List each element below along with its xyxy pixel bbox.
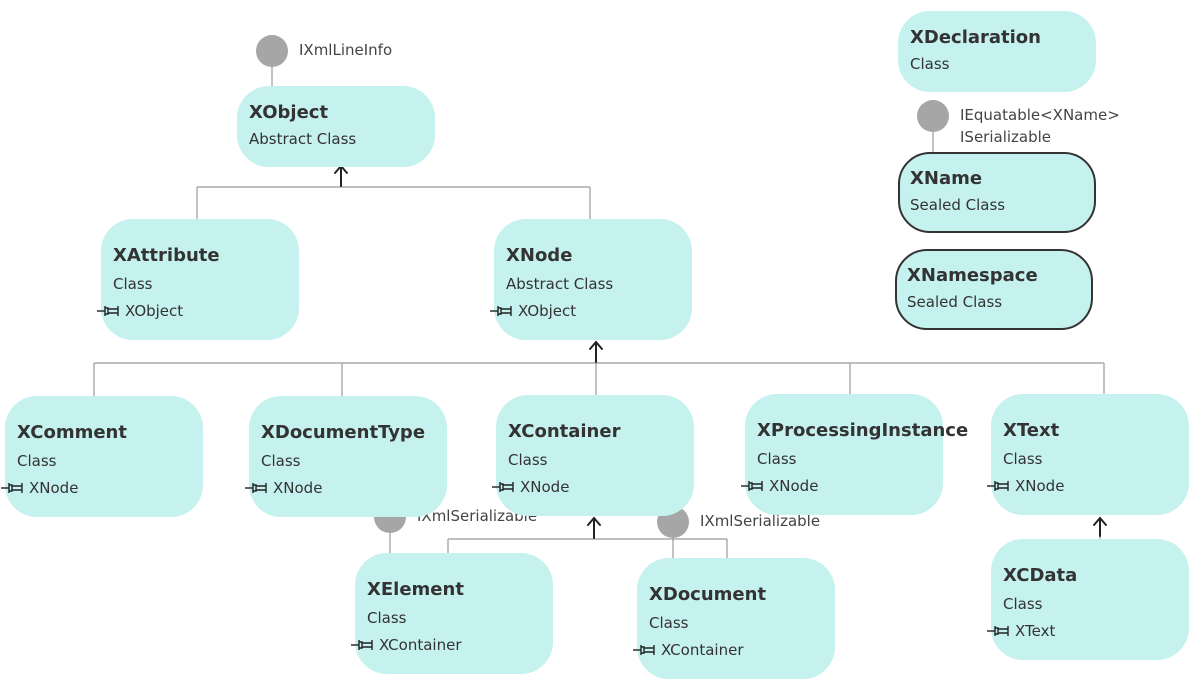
class-box-xnamespace[interactable]: XNamespace Sealed Class — [895, 249, 1093, 330]
class-name: XText — [1003, 420, 1060, 441]
class-kind: Class — [17, 452, 57, 470]
xname-interface-label-1: IEquatable<XName> — [960, 106, 1120, 124]
inheritance-pin-icon — [351, 640, 373, 650]
class-base-name: XNode — [769, 477, 819, 495]
class-base: XNode — [987, 477, 1065, 495]
class-kind: Class — [367, 609, 407, 627]
class-box-xprocessinginstance[interactable]: XProcessingInstance Class XNode — [741, 394, 968, 515]
class-base: XObject — [97, 302, 184, 320]
class-name: XContainer — [508, 421, 621, 442]
class-base: XObject — [490, 302, 577, 320]
interface-lollipop-icon — [256, 35, 288, 67]
inheritance-pin-icon — [245, 483, 267, 493]
class-box-xdeclaration[interactable]: XDeclaration Class — [898, 11, 1096, 92]
class-base-name: XContainer — [661, 641, 744, 659]
class-name: XComment — [17, 422, 127, 443]
class-base-name: XNode — [29, 479, 79, 497]
class-name: XNode — [506, 245, 573, 266]
class-kind: Sealed Class — [910, 196, 1006, 214]
class-box-xobject[interactable]: XObject Abstract Class — [237, 86, 435, 167]
class-box-xcontainer[interactable]: XContainer Class XNode — [492, 395, 694, 516]
class-name: XAttribute — [113, 245, 220, 266]
class-box-xdocument[interactable]: XDocument Class XContainer — [633, 558, 835, 679]
class-name: XDeclaration — [910, 27, 1041, 48]
inheritance-pin-icon — [492, 482, 514, 492]
xobject-inheritance-arrow — [334, 164, 348, 187]
class-name: XElement — [367, 579, 464, 600]
class-box-xcomment[interactable]: XComment Class XNode — [1, 396, 203, 517]
class-kind: Class — [113, 275, 153, 293]
class-base: XContainer — [633, 641, 744, 659]
class-box-xname[interactable]: XName Sealed Class — [898, 152, 1096, 233]
inheritance-pin-icon — [987, 626, 1009, 636]
class-kind: Class — [1003, 595, 1043, 613]
class-name: XNamespace — [907, 265, 1038, 286]
xtext-inheritance-arrow — [1093, 516, 1107, 537]
class-kind: Abstract Class — [506, 275, 614, 293]
class-name: XDocument — [649, 584, 767, 605]
class-box-xattribute[interactable]: XAttribute Class XObject — [97, 219, 299, 340]
class-base: XNode — [492, 478, 570, 496]
class-base: XContainer — [351, 636, 462, 654]
class-base-name: XNode — [273, 479, 323, 497]
class-name: XCData — [1003, 565, 1078, 586]
class-base: XNode — [245, 479, 323, 497]
class-base-name: XObject — [518, 302, 577, 320]
inheritance-pin-icon — [490, 306, 512, 316]
class-kind: Class — [757, 450, 797, 468]
class-box-xelement[interactable]: XElement Class XContainer — [351, 553, 553, 674]
class-name: XObject — [249, 102, 329, 123]
class-kind: Class — [649, 614, 689, 632]
class-name: XName — [910, 168, 983, 189]
inheritance-pin-icon — [741, 481, 763, 491]
interface-lollipop-icon — [917, 100, 949, 132]
class-kind: Class — [1003, 450, 1043, 468]
inheritance-pin-icon — [97, 306, 119, 316]
class-base: XText — [987, 622, 1056, 640]
class-box-xtext[interactable]: XText Class XNode — [987, 394, 1189, 515]
xobject-interface-label: IXmlLineInfo — [299, 41, 393, 59]
xnode-inheritance-arrow — [589, 340, 603, 363]
class-name: XDocumentType — [261, 422, 426, 443]
class-kind: Class — [910, 55, 950, 73]
class-kind: Abstract Class — [249, 130, 357, 148]
class-base-name: XNode — [1015, 477, 1065, 495]
class-base-name: XContainer — [379, 636, 462, 654]
class-name: XProcessingInstance — [757, 420, 969, 441]
class-base-name: XNode — [520, 478, 570, 496]
class-box-xcdata[interactable]: XCData Class XText — [987, 539, 1189, 660]
class-kind: Class — [508, 451, 548, 469]
inheritance-pin-icon — [987, 481, 1009, 491]
xelement-interface-label: IXmlSerializable — [417, 507, 538, 525]
class-base-name: XText — [1015, 622, 1056, 640]
class-box-xnode[interactable]: XNode Abstract Class XObject — [490, 219, 692, 340]
class-base-name: XObject — [125, 302, 184, 320]
class-kind: Class — [261, 452, 301, 470]
class-box-xdocumenttype[interactable]: XDocumentType Class XNode — [245, 396, 447, 517]
class-kind: Sealed Class — [907, 293, 1003, 311]
inheritance-pin-icon — [633, 645, 655, 655]
xname-interface-label-2: ISerializable — [960, 128, 1052, 146]
class-base: XNode — [1, 479, 79, 497]
class-base: XNode — [741, 477, 819, 495]
xdocument-interface-label: IXmlSerializable — [700, 512, 821, 530]
inheritance-pin-icon — [1, 483, 23, 493]
xcontainer-inheritance-arrow — [587, 516, 601, 539]
